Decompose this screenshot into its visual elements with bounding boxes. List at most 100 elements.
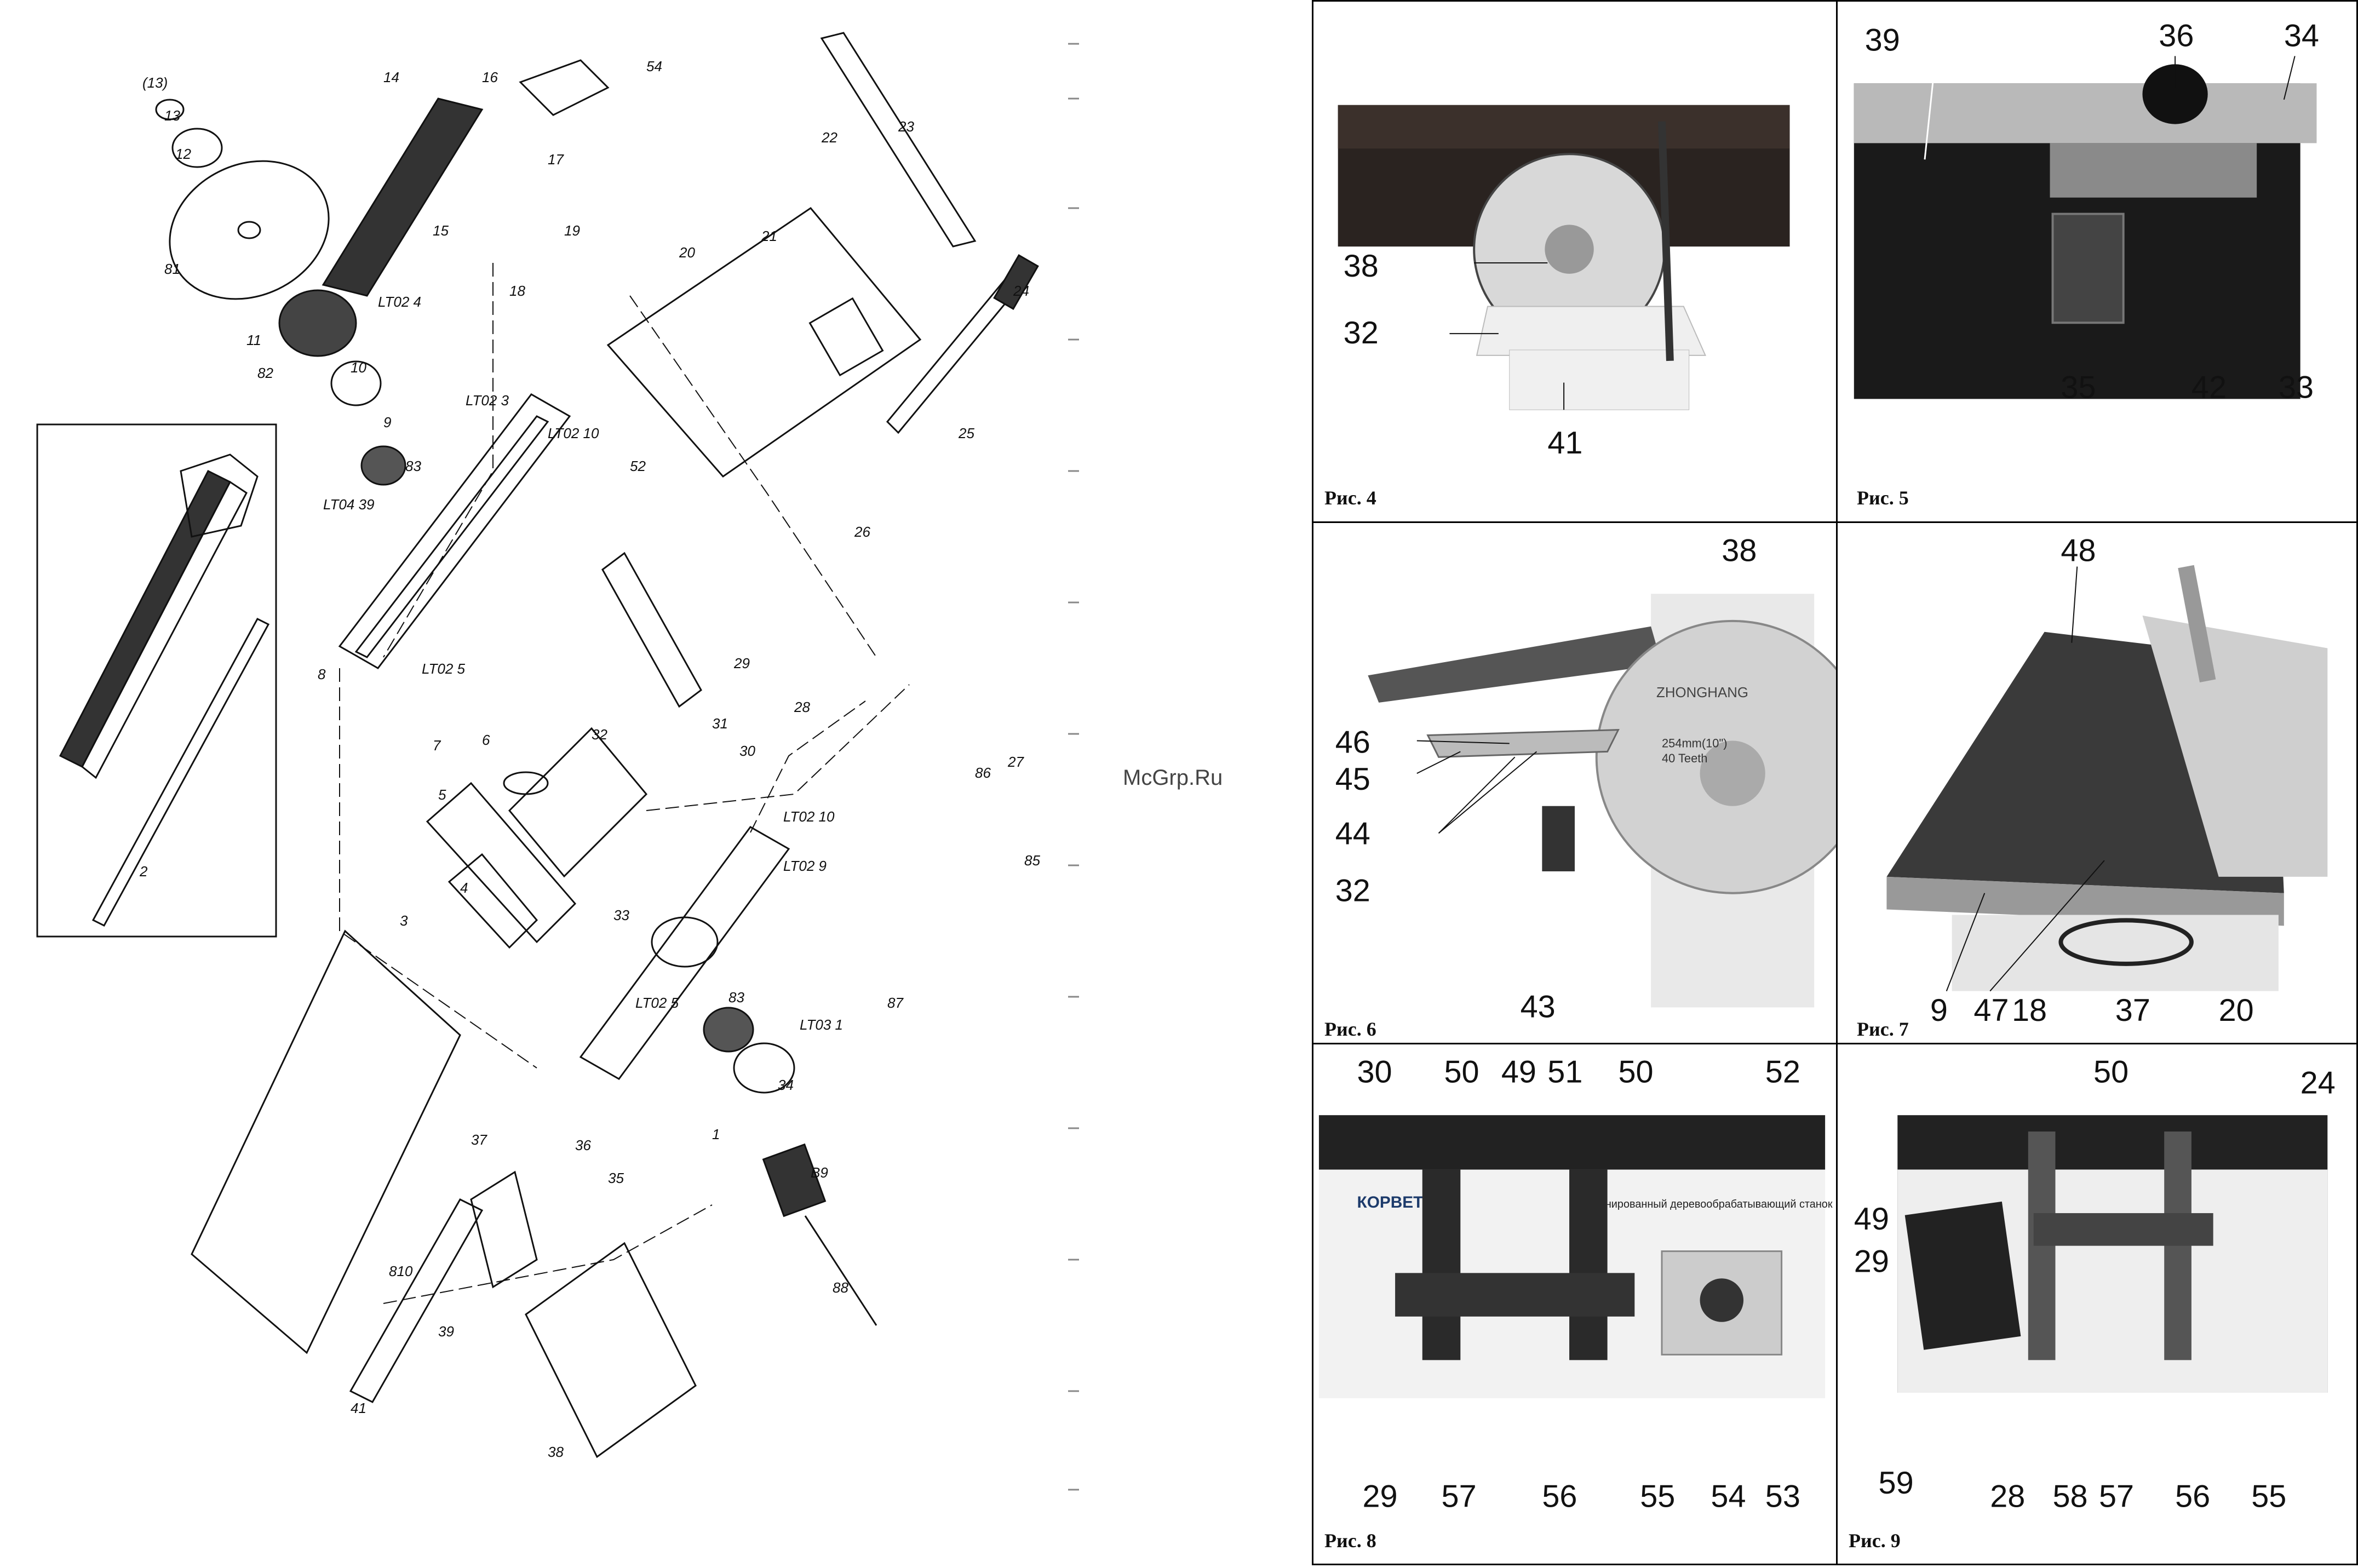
drawing-label: 39 (438, 1323, 454, 1340)
drawing-label: 24 (1013, 283, 1029, 299)
drawing-label: 17 (548, 151, 564, 168)
callout-label: 28 (1990, 1479, 2025, 1514)
drawing-label: 25 (958, 425, 974, 441)
watermark-text: McGrp.Ru (1123, 766, 1223, 790)
drawing-label: 29 (733, 655, 750, 671)
callout-label: 18 (2012, 993, 2047, 1028)
drawing-label: 23 (898, 118, 914, 135)
drawing-label: 1 (712, 1126, 720, 1142)
callout-label: 49 (1501, 1055, 1536, 1090)
callout-label: 32 (1344, 315, 1379, 351)
drawing-label: 87 (887, 995, 904, 1011)
drawing-label: 82 (257, 365, 273, 381)
drawing-label: (13) (142, 74, 168, 91)
drawing-label: 9 (383, 414, 391, 430)
drawing-label: 16 (482, 69, 498, 85)
drawing-label: B9 (811, 1164, 828, 1181)
drawing-label: 83 (405, 458, 421, 474)
drawing-label: 27 (1007, 754, 1024, 770)
figure-9: 50 24 49 29 59 28 58 57 56 55 Рис. 9 (1836, 1043, 2358, 1565)
blade-teeth: 40 Teeth (1662, 751, 1707, 765)
exploded-parts-drawing: (13) 13 12 81 14 15 16 54 17 22 23 11 82… (36, 32, 1079, 1491)
drawing-label: 41 (351, 1400, 366, 1416)
figure-caption: Рис. 7 (1857, 1018, 1909, 1040)
callout-label: 41 (1547, 426, 1582, 461)
callout-label: 38 (1722, 533, 1757, 568)
callout-label: 52 (1765, 1055, 1800, 1090)
drawing-label: 85 (1024, 852, 1040, 869)
callout-label: 56 (2175, 1479, 2210, 1514)
figure-caption: Рис. 8 (1324, 1530, 1376, 1552)
callout-label: 49 (1854, 1202, 1889, 1237)
drawing-label: 20 (679, 244, 695, 261)
drawing-label: LT02 10 (548, 425, 599, 441)
callout-label: 39 (1865, 22, 1900, 58)
callout-label: 57 (2099, 1479, 2134, 1514)
callout-label: 37 (2115, 993, 2150, 1028)
callout-label: 38 (1344, 249, 1379, 284)
drawing-label: LT02 4 (378, 294, 421, 310)
callout-label: 55 (2251, 1479, 2286, 1514)
drawing-label: LT02 10 (783, 808, 835, 825)
figure-caption: Рис. 9 (1849, 1530, 1901, 1552)
drawing-label: 34 (778, 1077, 794, 1093)
drawing-label: 22 (821, 129, 837, 146)
callout-label: 43 (1521, 989, 1556, 1024)
callout-label: 58 (2053, 1479, 2088, 1514)
drawing-label: LT02 9 (783, 858, 827, 874)
drawing-label: 33 (613, 907, 629, 923)
drawing-label: 7 (433, 737, 441, 754)
callout-label: 50 (2093, 1055, 2128, 1090)
figure-caption: Рис. 5 (1857, 487, 1909, 509)
drawing-label: 15 (433, 222, 449, 239)
figure-6: ZHONGHANG 254mm(10") 40 Teeth 38 46 45 4… (1312, 521, 1838, 1044)
drawing-label: 3 (400, 912, 408, 929)
callout-label: 24 (2300, 1065, 2336, 1100)
drawing-label: 30 (739, 743, 755, 759)
figure-8: КОРВЕТ 320 комбинированный деревообрабат… (1312, 1043, 1838, 1565)
callout-label: 51 (1547, 1055, 1582, 1090)
callout-label: 50 (1444, 1055, 1479, 1090)
callout-label: 50 (1618, 1055, 1653, 1090)
callout-label: 20 (2219, 993, 2254, 1028)
drawing-label: 81 (164, 261, 180, 277)
callout-label: 57 (1442, 1479, 1477, 1514)
drawing-label: 36 (575, 1137, 591, 1153)
figure-caption: Рис. 6 (1324, 1018, 1376, 1040)
drawing-label: 19 (564, 222, 580, 239)
callout-label: 53 (1765, 1479, 1800, 1514)
drawing-label: 86 (975, 765, 991, 781)
drawing-label: 18 (509, 283, 525, 299)
figure-caption: Рис. 4 (1324, 487, 1376, 509)
callout-label: 33 (2279, 370, 2314, 405)
drawing-label: LT03 1 (800, 1016, 843, 1033)
callout-label: 29 (1854, 1244, 1889, 1279)
figure-4: 38 32 41 Рис. 4 (1312, 0, 1838, 523)
drawing-label: 8 (318, 666, 326, 682)
figure-7: 48 9 47 18 37 20 Рис. 7 (1836, 521, 2358, 1044)
drawing-label: 28 (794, 699, 810, 715)
drawing-label: 35 (608, 1170, 624, 1186)
callout-label: 47 (1973, 993, 2009, 1028)
callout-label: 29 (1362, 1479, 1397, 1514)
callout-label: 30 (1357, 1055, 1392, 1090)
callout-label: 56 (1542, 1479, 1577, 1514)
drawing-label: 38 (548, 1444, 564, 1460)
drawing-label: 52 (630, 458, 646, 474)
callout-label: 59 (1879, 1466, 1914, 1501)
drawing-label: 21 (761, 228, 777, 244)
drawing-label: LT02 5 (635, 995, 679, 1011)
callout-label: 45 (1335, 762, 1370, 797)
blade-spec: 254mm(10") (1662, 736, 1728, 750)
callout-label: 44 (1335, 816, 1370, 851)
blade-brand: ZHONGHANG (1656, 685, 1748, 700)
callout-label: 9 (1930, 993, 1948, 1028)
callout-label: 46 (1335, 725, 1370, 760)
drawing-label: 11 (246, 332, 261, 348)
drawing-label: 5 (438, 786, 446, 803)
drawing-label: 2 (139, 863, 148, 880)
drawing-label: 4 (460, 880, 468, 896)
callout-label: 34 (2284, 18, 2319, 53)
drawing-label: 26 (854, 524, 870, 540)
drawing-label: 32 (592, 726, 607, 743)
